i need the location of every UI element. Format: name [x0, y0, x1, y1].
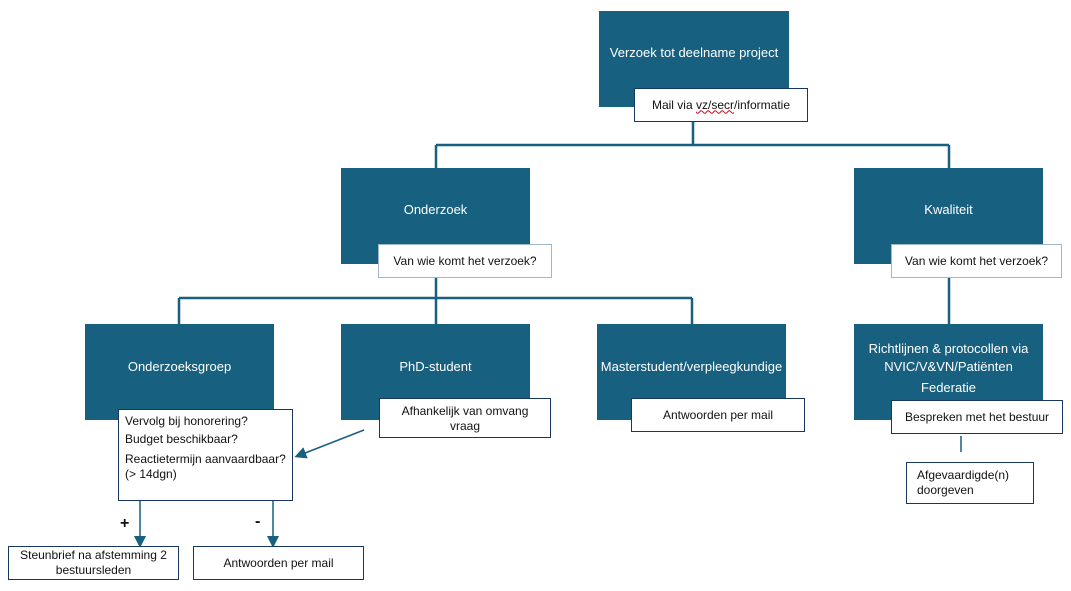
plus-sign: + [120, 515, 130, 532]
node-phd-title: PhD-student [399, 359, 472, 374]
node-onderzoeksgroep-title: Onderzoeksgroep [127, 359, 232, 374]
question-box: Vervolg bij honorering? Budget beschikba… [118, 409, 293, 501]
minus-sign: - [255, 513, 261, 530]
outcome-delegate: Afgevaardigde(n) doorgeven [906, 462, 1034, 504]
node-root-sub: Mail via vz/secr/informatie [634, 88, 808, 122]
node-phd-sub: Afhankelijk van omvang vraag [379, 398, 551, 438]
node-master-sub: Antwoorden per mail [631, 398, 805, 432]
phd-arrow [294, 429, 365, 459]
node-kwaliteit-title: Kwaliteit [924, 202, 973, 217]
question-2: Budget beschikbaar? [125, 432, 238, 446]
root-connector [434, 122, 951, 168]
node-onderzoek-title: Onderzoek [403, 202, 468, 217]
node-kwaliteit-sub: Van wie komt het verzoek? [891, 244, 1062, 278]
node-root-title: Verzoek tot deelname project [609, 45, 779, 60]
node-master-title: Masterstudent/verpleegkundige [600, 359, 783, 374]
node-onderzoek-sub: Van wie komt het verzoek? [378, 244, 552, 278]
question-3: Reactietermijn aanvaardbaar? (> 14dgn) [125, 452, 286, 481]
node-onderzoeksgroep: Onderzoeksgroep [85, 324, 274, 420]
outcome-minus: Antwoorden per mail [193, 546, 364, 580]
node-richtlijnen-title: Richtlijnen & protocollen via NVIC/V&VN/… [868, 341, 1029, 374]
question-1: Vervolg bij honorering? [125, 414, 248, 428]
outcome-plus: Steunbrief na afstemming 2 bestuursleden [8, 546, 179, 580]
node-richtlijnen-title-2: Federatie [921, 380, 976, 396]
node-richtlijnen-sub: Bespreken met het bestuur [891, 400, 1063, 434]
onderzoek-connector [177, 278, 694, 324]
